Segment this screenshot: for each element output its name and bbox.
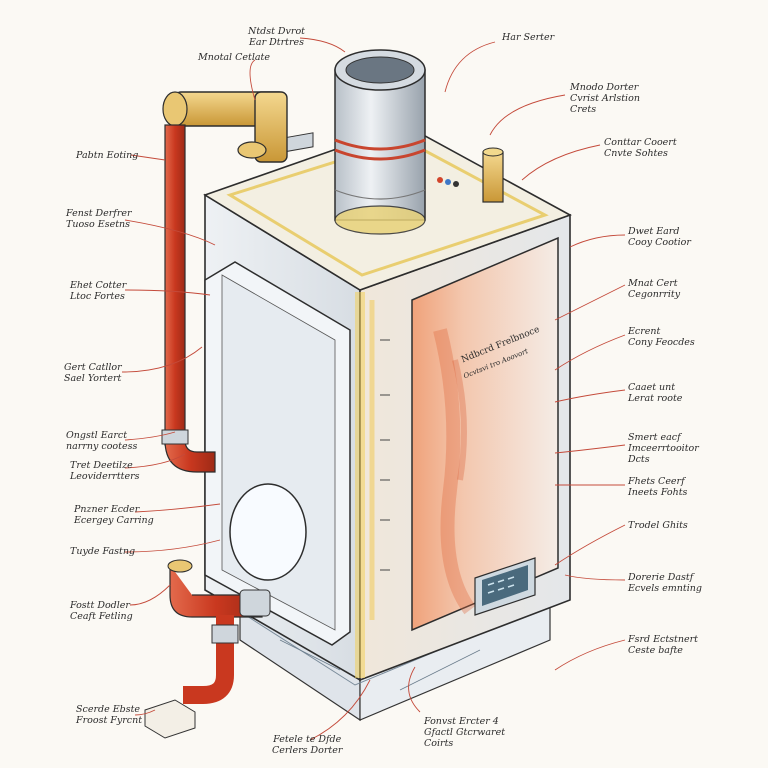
scale-ticks [380, 339, 390, 571]
top-nozzle [482, 147, 504, 203]
label-pipe-cap: Pabtn Eoting [76, 150, 139, 161]
label-tap-valve: Tuyde Fastng [70, 546, 136, 557]
inspection-window [229, 483, 307, 581]
lower-pipe-valve [167, 559, 271, 704]
front-panel [411, 236, 559, 632]
control-screen [474, 557, 536, 616]
brass-pipe [162, 91, 288, 163]
bottom-block [144, 699, 196, 739]
label-tread: Trodel Ghits [628, 520, 688, 531]
label-metal-cable: Mnotal Cetlate [198, 52, 270, 63]
leader-lines [121, 37, 626, 741]
label-hat-top: Har Serter [502, 32, 555, 43]
flue-pipe [334, 49, 426, 235]
indicator-lights [437, 177, 459, 187]
